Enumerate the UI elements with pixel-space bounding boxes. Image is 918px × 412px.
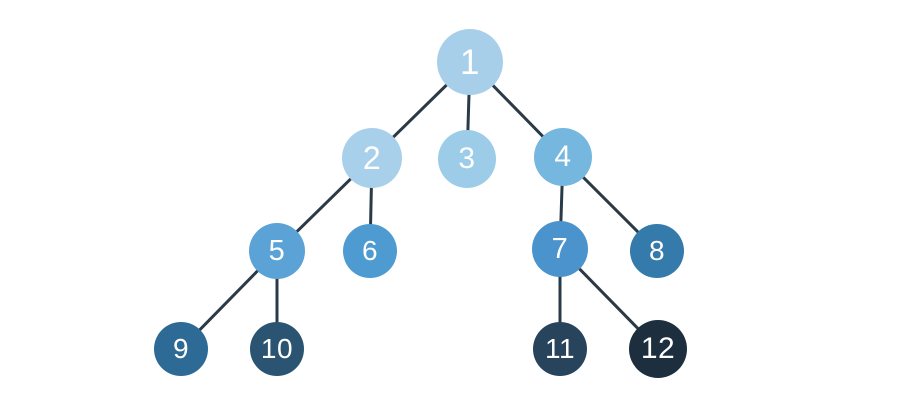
tree-edge [466,90,471,135]
tree-node-2[interactable]: 2 [342,128,402,188]
tree-node-label: 1 [460,42,480,82]
tree-node-label: 9 [172,333,190,364]
tree-edge [489,81,547,140]
tree-node-9[interactable]: 9 [154,322,208,376]
tree-edge [293,175,355,236]
tree-node-label: 2 [362,140,382,176]
tree-node-label: 8 [648,235,666,266]
tree-node-8[interactable]: 8 [630,224,684,278]
tree-node-3[interactable]: 3 [438,130,496,188]
tree-node-label: 12 [640,332,676,365]
tree-node-6[interactable]: 6 [343,224,397,278]
tree-edge [579,173,642,236]
tree-node-7[interactable]: 7 [532,221,588,277]
tree-node-10[interactable]: 10 [250,322,304,376]
tree-node-label: 10 [260,333,294,364]
tree-node-4[interactable]: 4 [534,128,592,186]
tree-edge [575,265,642,332]
tree-node-12[interactable]: 12 [629,320,687,378]
tree-node-label: 11 [544,333,576,364]
tree-node-label: 4 [554,140,572,173]
tree-edge [196,267,262,334]
tree-edge [389,81,451,141]
tree-node-11[interactable]: 11 [533,322,587,376]
tree-node-label: 3 [458,142,476,175]
tree-node-label: 5 [268,234,286,267]
tree-edge [559,181,564,226]
tree-node-1[interactable]: 1 [437,29,503,95]
tree-node-label: 6 [361,235,379,266]
tree-edge [369,183,373,229]
tree-node-label: 7 [551,232,569,265]
tree-node-5[interactable]: 5 [249,223,305,279]
